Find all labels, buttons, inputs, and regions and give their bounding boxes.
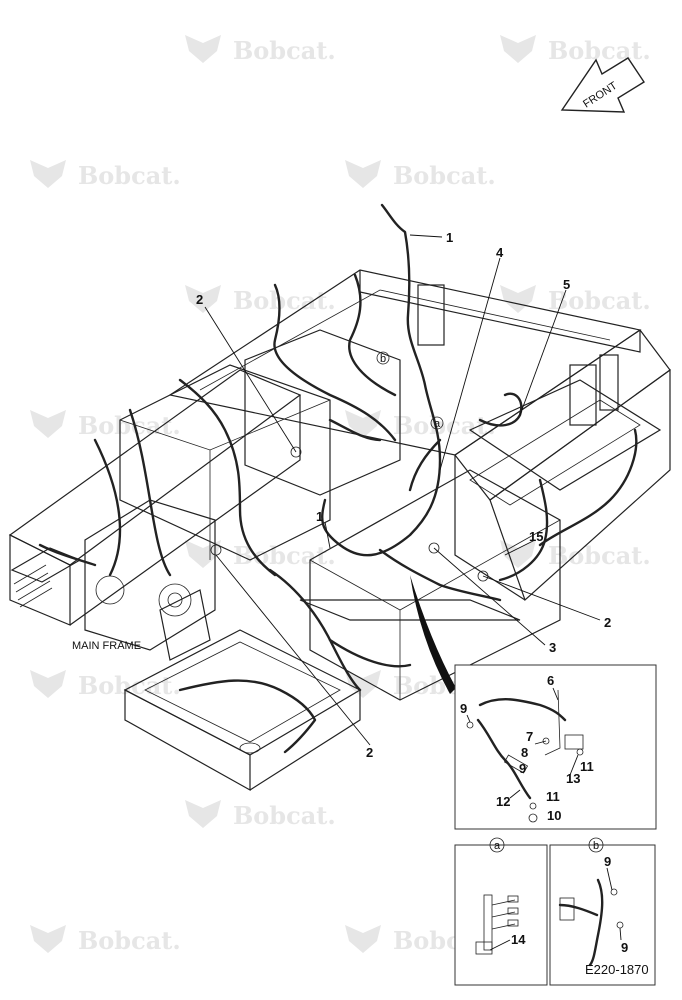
callout-1-upper: 1 <box>446 230 453 245</box>
detail-marker-b-main: b <box>380 353 386 365</box>
detail-a-label: a <box>494 840 501 852</box>
figure-code: E220-1870 <box>585 962 649 977</box>
callout-15: 15 <box>529 529 543 544</box>
callout-1-lower: 1 <box>316 509 323 524</box>
bobcat-watermark-logo: Bobcat. <box>185 800 336 830</box>
bobcat-watermark-logo: Bobcat. <box>185 35 336 65</box>
svg-text:Bobcat.: Bobcat. <box>233 286 336 315</box>
svg-text:Bobcat.: Bobcat. <box>78 161 181 190</box>
inset-callout-10: 10 <box>547 808 561 823</box>
bobcat-watermark-logo: Bobcat. <box>30 670 181 700</box>
callout-2-right: 2 <box>604 615 611 630</box>
svg-text:Bobcat.: Bobcat. <box>548 286 651 315</box>
inset-callout-8: 8 <box>521 745 528 760</box>
svg-text:Bobcat.: Bobcat. <box>78 926 181 955</box>
callout-3: 3 <box>549 640 556 655</box>
svg-text:Bobcat.: Bobcat. <box>548 36 651 65</box>
inset-callout-11-right: 11 <box>580 759 594 774</box>
svg-text:Bobcat.: Bobcat. <box>233 801 336 830</box>
inset-callout-7: 7 <box>526 729 533 744</box>
callout-4: 4 <box>496 245 504 260</box>
callout-2-upper: 2 <box>196 292 203 307</box>
bobcat-watermark-logo: Bobcat. <box>500 540 651 570</box>
bobcat-watermark-logo: Bobcat. <box>500 285 651 315</box>
watermark-layer: Bobcat. Bobcat. Bobcat. Bobcat. Bobcat. Bobca… <box>30 35 651 955</box>
bobcat-watermark-logo: Bobcat. <box>185 285 336 315</box>
detail-b-label: b <box>593 840 599 852</box>
svg-text:Bobcat.: Bobcat. <box>393 161 496 190</box>
detail-b-callout-9-lower: 9 <box>621 940 628 955</box>
bobcat-watermark-logo: Bobcat. <box>345 160 496 190</box>
callout-2-lower: 2 <box>366 745 373 760</box>
main-callouts: 1 1 2 2 2 3 4 5 15 a b <box>196 230 611 760</box>
callout-5: 5 <box>563 277 570 292</box>
inset-callout-13: 13 <box>566 771 580 786</box>
main-frame-label: MAIN FRAME <box>72 640 141 652</box>
detail-b-box: b 9 9 <box>549 837 656 986</box>
bobcat-watermark-logo: Bobcat. <box>30 160 181 190</box>
inset-detail-main: 6 9 7 8 9 11 13 12 11 10 <box>454 664 657 830</box>
detail-a-box: a 14 <box>454 837 548 986</box>
bobcat-watermark-logo: Bobcat. <box>30 410 181 440</box>
bobcat-watermark-logo: Bobcat. <box>30 925 181 955</box>
detail-marker-a-main: a <box>434 418 441 430</box>
detail-a-callout-14: 14 <box>511 932 526 947</box>
svg-text:Bobcat.: Bobcat. <box>233 36 336 65</box>
inset-callout-9-lower: 9 <box>519 761 526 776</box>
inset-leader-wedge <box>410 575 456 694</box>
callout-leaders <box>204 234 601 746</box>
inset-callout-12: 12 <box>496 794 510 809</box>
svg-text:Bobcat.: Bobcat. <box>548 541 651 570</box>
bobcat-watermark-logo: Bobcat. <box>500 35 651 65</box>
inset-callout-9-upper: 9 <box>460 701 467 716</box>
inset-callout-6: 6 <box>547 673 554 688</box>
detail-b-callout-9-upper: 9 <box>604 854 611 869</box>
inset-callout-11-lower: 11 <box>546 789 560 804</box>
front-arrow-icon: FRONT <box>560 57 645 113</box>
svg-text:Bobcat.: Bobcat. <box>78 671 181 700</box>
